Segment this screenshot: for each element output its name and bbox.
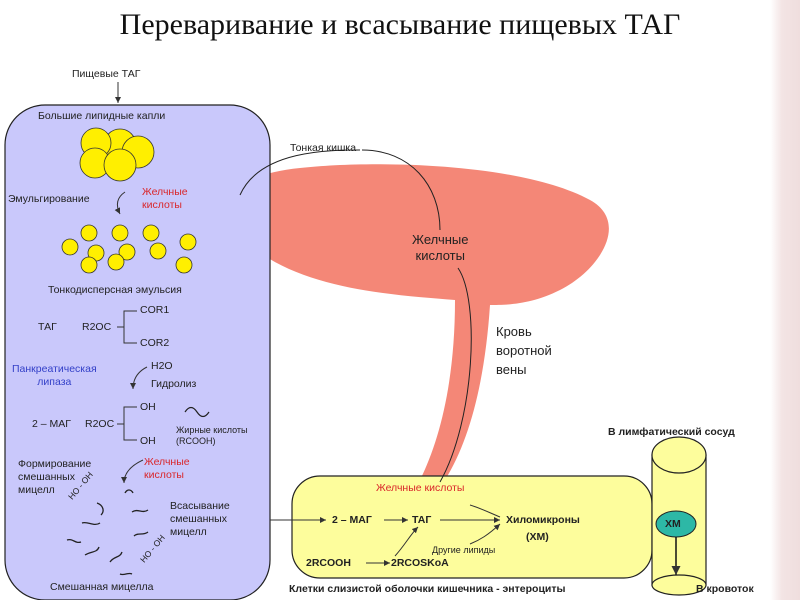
large-lipid-droplets [79,127,155,182]
mag-label: 2 – МАГ [32,418,71,430]
oh-top-label: OH [140,401,156,413]
hydrolysis-label: Гидролиз [151,378,197,390]
enterocytes-label: Клетки слизистой оболочки кишечника - эн… [289,583,566,595]
page-title: Переваривание и всасывание пищевых ТАГ [119,8,681,41]
xm-label: ХМ [665,518,681,530]
rcoskoa-label: 2RCOSKoA [391,557,449,569]
tag-structure [117,310,137,344]
bile-return-arc [439,267,472,483]
portal-vein-label: Кровь воротной вены [496,324,552,377]
fine-emulsion-label: Тонкодисперсная эмульсия [48,284,182,296]
mixed-micelle-shape [66,489,149,576]
h2o-label: H2O [151,360,173,372]
food-tag-label: Пищевые ТАГ [72,68,141,80]
xm-paren-label: (ХМ) [526,531,549,543]
other-lipids-label: Другие липиды [432,545,496,555]
rcooh-label: 2RCOOH [306,557,351,569]
large-droplets-label: Большие липидные капли [38,110,166,122]
oh-bottom-label: OH [140,435,156,447]
small-intestine-shape [229,164,609,480]
bile-acids-label-2: Желчные кислоты [144,456,190,482]
fine-emulsion-droplets [61,224,197,274]
bloodstream-label: В кровоток [696,583,754,595]
other-lipids-arrow [469,523,501,545]
bile-to-tag-arrow [469,504,501,518]
cor1-label: COR1 [140,304,170,316]
hydrolysis-arrow [130,366,148,390]
enterocyte-tag-label: ТАГ [412,514,432,526]
r2oc-label-1: R2OC [82,321,112,333]
cor2-label: COR2 [140,337,170,349]
tag-label: ТАГ [38,321,57,333]
enterocyte-mag-label: 2 – МАГ [332,514,372,526]
pancreatic-lipase-label: Панкреатическая липаза [12,363,97,389]
rcoskoa-to-tag-arrow [394,526,419,557]
lumen-to-intestine-arc [239,149,361,196]
lymph-vessel-label: В лимфатический сосуд [608,426,735,438]
micelle-arrow [121,459,144,484]
intestinal-lumen [4,104,271,600]
absorption-label: Всасывание смешанных мицелл [170,500,230,539]
r2oc-label-2: R2OC [85,418,115,430]
bile-acids-enterocyte-label: Желчные кислоты [376,482,465,494]
bile-acids-label-1: Желчные кислоты [142,186,188,212]
mixed-micelle-label: Смешанная мицелла [50,581,154,593]
micelle-formation-label: Формирование смешанных мицелл [18,458,92,497]
emulsification-label: Эмульгирование [8,193,90,205]
mag-structure [117,406,137,441]
lymph-vessel [651,436,707,596]
fatty-acid-squiggle [184,406,210,418]
small-intestine-label: Тонкая кишка [290,142,357,154]
fatty-acids-label: Жирные кислоты (RCOOH) [176,425,248,447]
bile-acids-center-label: Желчные кислоты [412,232,469,264]
decorative-edge [770,0,800,600]
chylomicrons-label: Хиломикроны [506,514,580,526]
emulsification-arrow [114,191,126,215]
